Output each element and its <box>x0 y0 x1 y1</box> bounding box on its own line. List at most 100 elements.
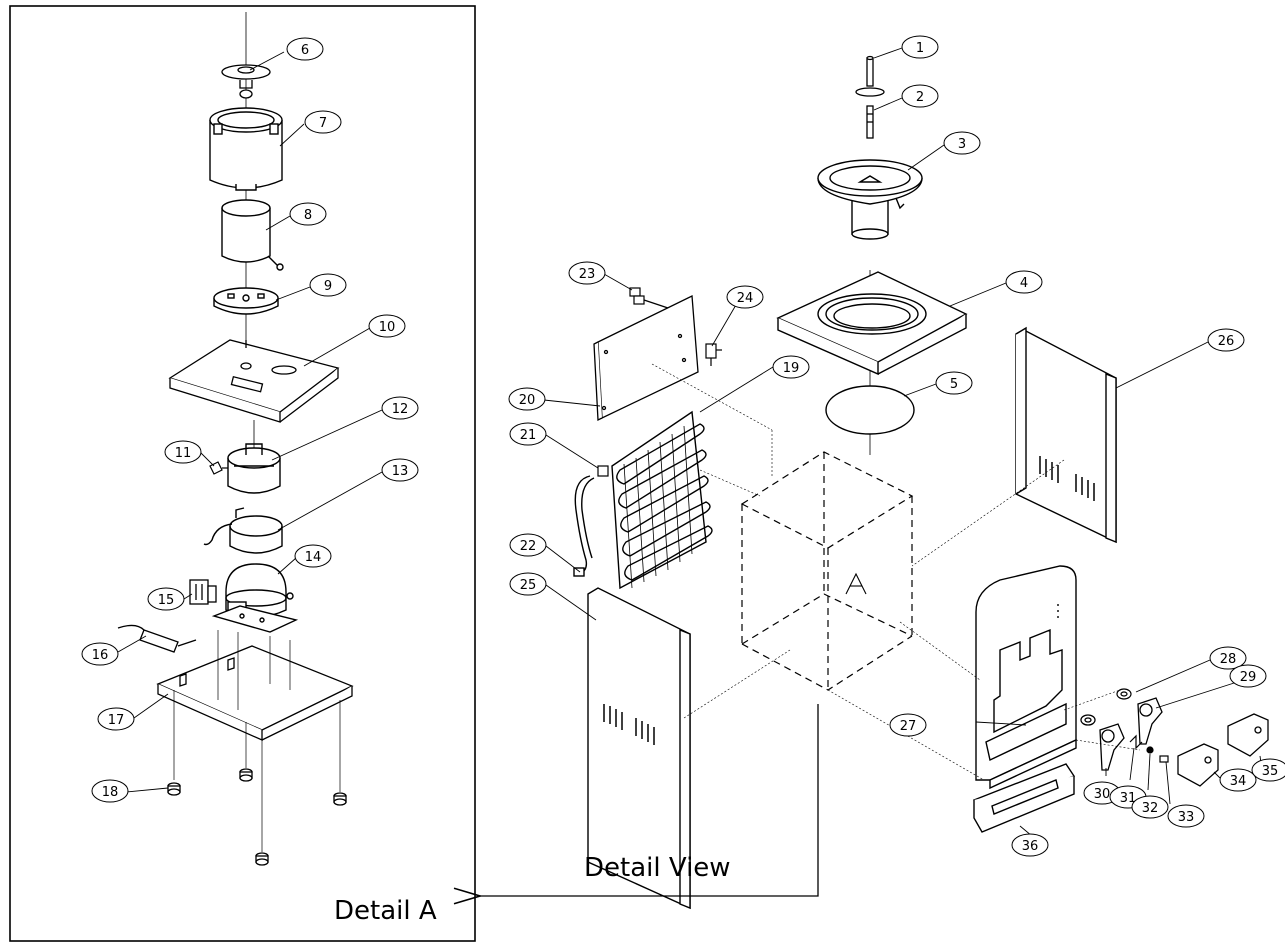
part-26-right-panel <box>1015 326 1117 544</box>
part-1-stem <box>855 55 885 97</box>
part-17-base-frame <box>156 645 354 741</box>
callout-36: 36 <box>1011 833 1049 857</box>
callout-31-label: 31 <box>1120 791 1137 806</box>
part-22-power-cord <box>573 475 595 577</box>
part-7-tank <box>209 107 283 191</box>
callout-22-label: 22 <box>520 539 537 554</box>
callout-6: 6 <box>286 37 324 61</box>
callout-36-label: 36 <box>1022 839 1039 854</box>
callout-26-label: 26 <box>1218 334 1235 349</box>
part-15-relay <box>189 579 217 605</box>
marker-a-symbol <box>845 572 867 595</box>
part-5-gasket <box>825 385 915 435</box>
callout-32-label: 32 <box>1142 801 1159 816</box>
part-33-pin <box>1159 755 1169 763</box>
detail-a-location-box <box>740 451 914 691</box>
part-21-block <box>597 465 609 477</box>
callout-24-label: 24 <box>737 291 754 306</box>
callout-1-label: 1 <box>916 41 924 56</box>
part-24-switch <box>705 343 722 366</box>
part-32-oring <box>1146 746 1154 754</box>
detail-a-frame <box>9 5 476 942</box>
callout-24: 24 <box>726 285 764 309</box>
part-25-left-panel <box>587 587 691 910</box>
part-9-disc <box>213 287 279 315</box>
detail-a-label: Detail A <box>334 896 437 926</box>
part-3-guide <box>817 159 923 240</box>
callout-17-label: 17 <box>108 713 125 728</box>
part-23-thermostat <box>629 287 669 309</box>
callout-18-label: 18 <box>102 785 119 800</box>
part-10-bracket <box>168 339 340 423</box>
callout-2-label: 2 <box>916 90 924 105</box>
part-35-lever <box>1227 713 1269 757</box>
part-13-band <box>203 507 283 554</box>
callout-22: 22 <box>509 533 547 557</box>
callout-11: 11 <box>164 440 202 464</box>
callout-20-label: 20 <box>519 393 536 408</box>
part-20-panel <box>593 294 699 422</box>
part-14-compressor <box>211 563 299 633</box>
callout-15: 15 <box>147 587 185 611</box>
callout-34-label: 34 <box>1230 774 1247 789</box>
callout-16: 16 <box>81 642 119 666</box>
detail-view-label: Detail View <box>584 853 731 883</box>
callout-29-label: 29 <box>1240 670 1257 685</box>
callout-29: 29 <box>1229 664 1267 688</box>
part-8-sleeve <box>221 199 284 271</box>
callout-25-label: 25 <box>520 578 537 593</box>
callout-1: 1 <box>901 35 939 59</box>
callout-23-label: 23 <box>579 267 596 282</box>
callout-27-label: 27 <box>900 719 917 734</box>
part-27-front-panel <box>975 565 1077 790</box>
callout-34: 34 <box>1219 768 1257 792</box>
callout-35: 35 <box>1251 758 1285 782</box>
part-12-evaporator <box>227 443 281 494</box>
callout-10: 10 <box>368 314 406 338</box>
callout-19-label: 19 <box>783 361 800 376</box>
callout-6-label: 6 <box>301 43 309 58</box>
callout-12: 12 <box>381 396 419 420</box>
callout-4-label: 4 <box>1020 276 1028 291</box>
callout-27: 27 <box>889 713 927 737</box>
callout-33-label: 33 <box>1178 810 1195 825</box>
callout-28-label: 28 <box>1220 652 1237 667</box>
callout-9-label: 9 <box>324 279 332 294</box>
part-31-spring <box>1129 734 1143 750</box>
leader-lines <box>117 47 1263 837</box>
callout-9: 9 <box>309 273 347 297</box>
part-19-condenser <box>611 410 713 590</box>
assembly-guide-lines <box>651 363 1141 781</box>
callout-11-label: 11 <box>175 446 192 461</box>
part-2-rod <box>866 105 874 139</box>
callout-5: 5 <box>935 371 973 395</box>
callout-8-label: 8 <box>304 208 312 223</box>
part-34-lever <box>1177 743 1219 787</box>
callout-7: 7 <box>304 110 342 134</box>
callout-35-label: 35 <box>1262 764 1279 779</box>
callout-3: 3 <box>943 131 981 155</box>
callout-8: 8 <box>289 202 327 226</box>
callout-14: 14 <box>294 544 332 568</box>
callout-23: 23 <box>568 261 606 285</box>
callout-15-label: 15 <box>158 593 175 608</box>
callout-21: 21 <box>509 422 547 446</box>
part-30-faucet-cold <box>1080 714 1125 771</box>
part-29-faucet-hot <box>1137 697 1163 745</box>
callout-13-label: 13 <box>392 464 409 479</box>
callout-18: 18 <box>91 779 129 803</box>
callout-13: 13 <box>381 458 419 482</box>
part-36-drip-tray <box>972 763 1076 833</box>
part-16-capacitor <box>117 624 197 653</box>
callout-25: 25 <box>509 572 547 596</box>
callout-19: 19 <box>772 355 810 379</box>
callout-32: 32 <box>1131 795 1169 819</box>
callout-2: 2 <box>901 84 939 108</box>
callout-33: 33 <box>1167 804 1205 828</box>
callout-30-label: 30 <box>1094 787 1111 802</box>
detail-view-arrow[interactable] <box>480 704 819 896</box>
callout-16-label: 16 <box>92 648 109 663</box>
callout-7-label: 7 <box>319 116 327 131</box>
part-4-top-cover <box>776 271 968 376</box>
